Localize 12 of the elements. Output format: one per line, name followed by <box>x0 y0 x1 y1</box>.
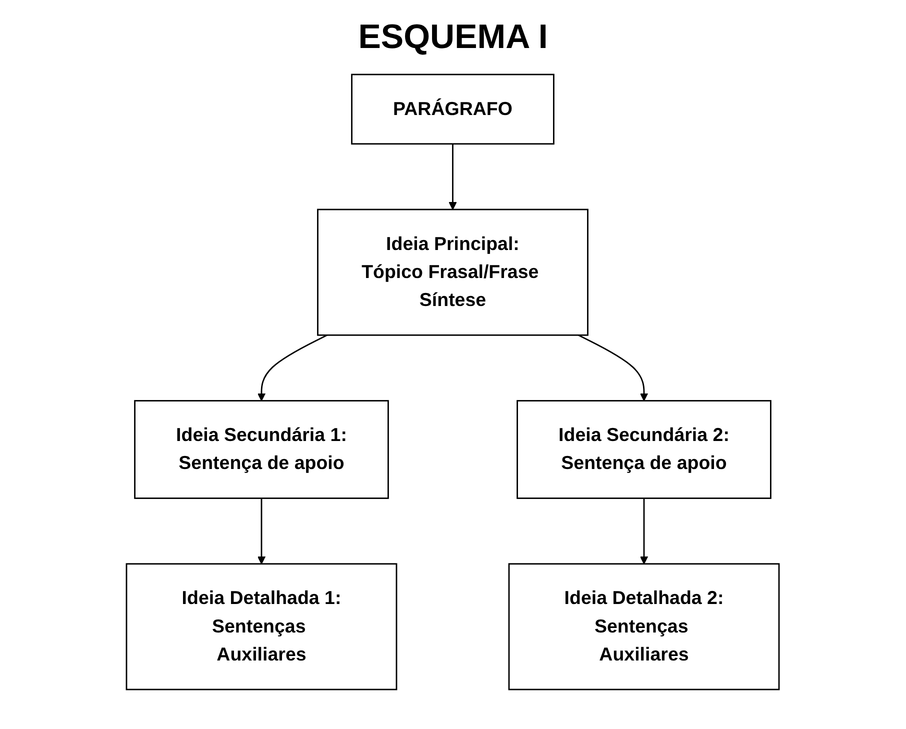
node-box: Ideia Secundária 2: Sentença de apoio <box>516 400 772 499</box>
arrow <box>258 498 266 564</box>
diagram-title: ESQUEMA I <box>357 18 549 57</box>
node-box: Ideia Detalhada 1: Sentenças Auxiliares <box>126 563 398 690</box>
node-box: PARÁGRAFO <box>351 74 555 145</box>
node-box: Ideia Detalhada 2: Sentenças Auxiliares <box>508 563 780 690</box>
arrow <box>578 334 648 402</box>
arrow <box>258 334 328 402</box>
arrow <box>448 144 458 210</box>
node-box: Ideia Secundária 1: Sentença de apoio <box>134 400 390 499</box>
arrow <box>640 498 648 564</box>
node-box: Ideia Principal: Tópico Frasal/Frase Síntese <box>317 208 589 336</box>
